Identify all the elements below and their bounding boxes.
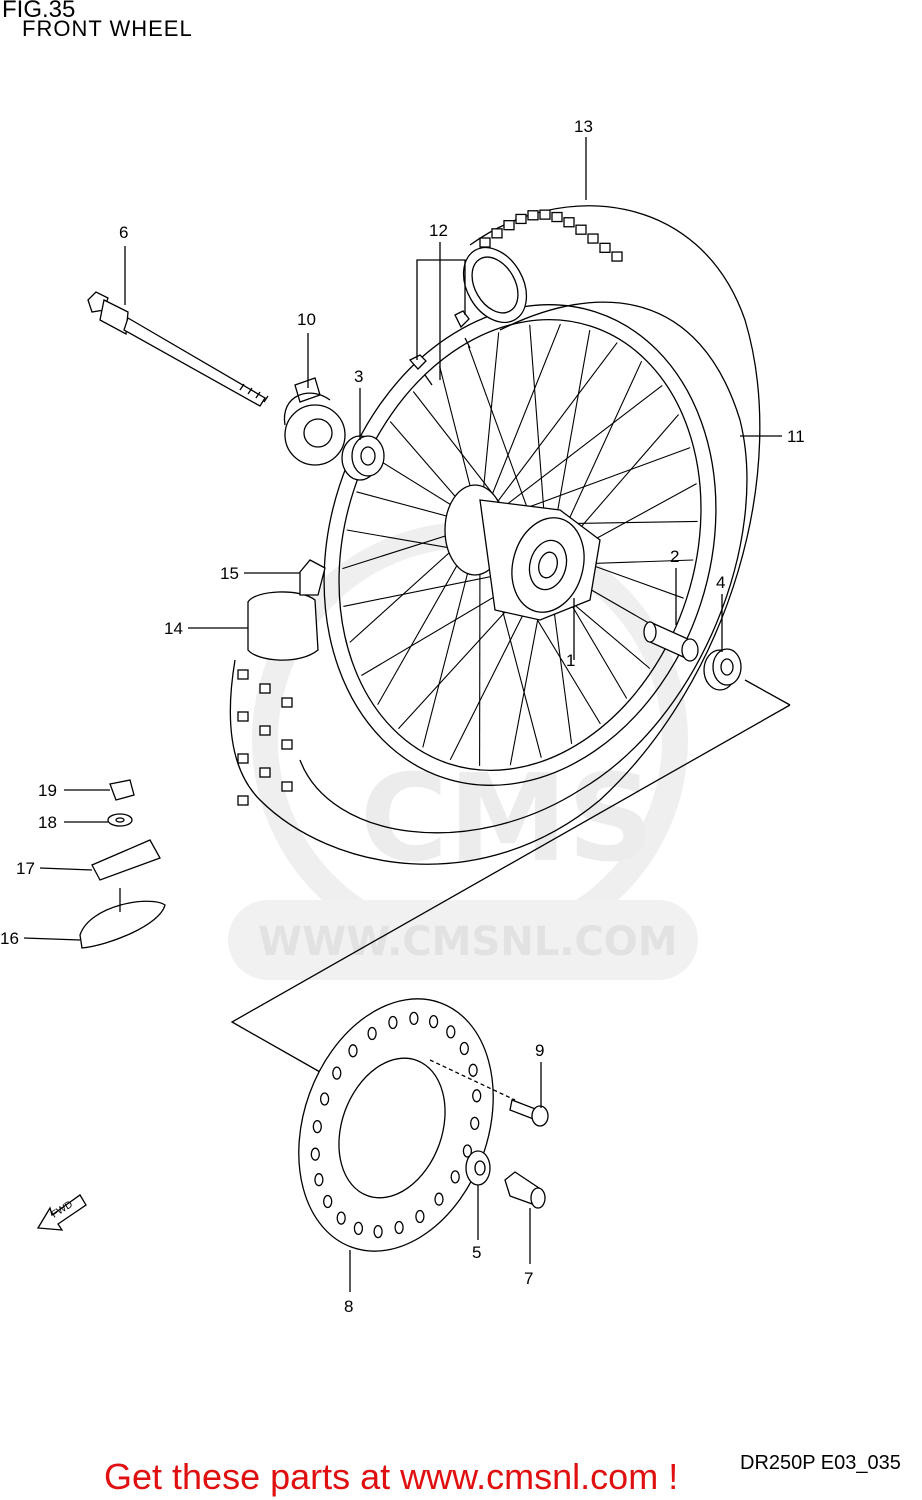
spoke — [479, 384, 663, 526]
disc-hole — [323, 1194, 333, 1209]
disc-hole — [319, 1092, 330, 1106]
callout-19: 19 — [38, 781, 57, 800]
callout-12: 12 — [429, 221, 448, 240]
assembly-axis — [230, 704, 791, 1073]
tread-block — [599, 242, 611, 253]
tread-block — [575, 224, 587, 235]
disc-hole — [462, 1144, 473, 1158]
disc-hole — [388, 1015, 398, 1030]
disc-hole — [434, 1192, 444, 1206]
disc-hole — [310, 1147, 320, 1161]
callout-11: 11 — [787, 427, 805, 446]
disc-hole — [367, 1026, 377, 1041]
tread-block — [491, 228, 503, 239]
callout-16: 16 — [0, 929, 19, 948]
disc-hole — [312, 1119, 322, 1134]
cap-7 — [504, 1171, 546, 1209]
tread-block — [281, 697, 293, 708]
axis-link-4 — [744, 679, 791, 706]
bearing-3 — [341, 435, 385, 481]
tread-block — [539, 209, 551, 220]
tread-block — [527, 210, 539, 221]
washer-5 — [465, 1150, 491, 1186]
tread-block — [587, 233, 599, 244]
diagram-code: DR250P E03_035 — [740, 1452, 901, 1474]
disc-hole — [394, 1220, 404, 1235]
bearing-4 — [703, 648, 742, 691]
tread-block — [503, 220, 515, 231]
watermark-brand: CMS — [360, 750, 654, 889]
tread-block — [237, 669, 249, 680]
spoke-nipples — [408, 310, 471, 386]
tread-block — [237, 753, 249, 764]
rim-band-and-valve-cap — [247, 559, 326, 661]
disc-hole — [415, 1209, 425, 1224]
fwd-arrow: FWD — [36, 1194, 87, 1231]
figure-number: FIG.35 — [2, 0, 76, 23]
brake-disc — [298, 998, 494, 1252]
callout-3: 3 — [354, 367, 363, 386]
callout-labels: 13 12 6 10 3 11 2 4 15 14 1 19 18 17 16 … — [0, 117, 805, 1316]
callout-6: 6 — [119, 223, 128, 242]
tread-block — [237, 795, 249, 806]
disc-hole — [450, 1170, 460, 1184]
disc-hole — [314, 1173, 324, 1187]
disc-hole — [446, 1025, 456, 1039]
disc-hole — [373, 1224, 383, 1239]
disc-hole — [468, 1063, 478, 1077]
axle — [87, 291, 269, 407]
tire — [229, 205, 761, 865]
tread-block — [259, 767, 271, 778]
hub — [444, 484, 601, 660]
callout-17: 17 — [16, 859, 35, 878]
spacer-2 — [643, 620, 699, 662]
tread-block — [259, 683, 271, 694]
disc-hole — [470, 1116, 480, 1131]
cta-link-text[interactable]: Get these parts at www.cmsnl.com ! — [104, 1456, 679, 1497]
callout-5: 5 — [472, 1243, 481, 1262]
rim-lock-set — [79, 779, 166, 949]
disc-hole — [459, 1041, 469, 1056]
disc-hole — [472, 1089, 482, 1103]
disc-hole — [353, 1221, 364, 1236]
tread-block — [551, 211, 563, 223]
tread-block — [281, 781, 293, 792]
callout-7: 7 — [524, 1269, 533, 1288]
watermark-url: WWW.CMSNL.COM — [258, 919, 678, 965]
callout-10: 10 — [297, 310, 316, 329]
spoke — [479, 342, 618, 526]
speedometer-gearbox — [283, 377, 346, 466]
leader-lines — [23, 137, 782, 1292]
callout-1: 1 — [566, 651, 575, 670]
spoke — [479, 323, 561, 526]
disc-hole — [336, 1211, 346, 1225]
tread-block — [515, 213, 527, 225]
disc-hole — [348, 1044, 358, 1058]
callout-13: 13 — [574, 117, 593, 136]
callout-9: 9 — [535, 1041, 544, 1060]
callout-18: 18 — [38, 813, 57, 832]
tread-block — [563, 217, 575, 228]
callout-14: 14 — [164, 619, 183, 638]
callout-4: 4 — [716, 573, 725, 592]
disc-hole — [428, 1014, 439, 1029]
tread-block — [281, 739, 293, 750]
tread-block — [259, 725, 271, 736]
disc-holes — [310, 1011, 482, 1239]
callout-2: 2 — [670, 547, 679, 566]
tread-block — [479, 237, 491, 248]
disc-hole — [409, 1011, 419, 1026]
callout-8: 8 — [344, 1297, 353, 1316]
figure-title: FRONT WHEEL — [22, 16, 193, 41]
tread-block — [611, 251, 623, 262]
disc-bolt — [429, 1059, 549, 1127]
disc-hole — [332, 1066, 342, 1080]
tread-block — [237, 711, 249, 722]
callout-15: 15 — [220, 564, 239, 583]
tire-tread — [237, 209, 623, 806]
